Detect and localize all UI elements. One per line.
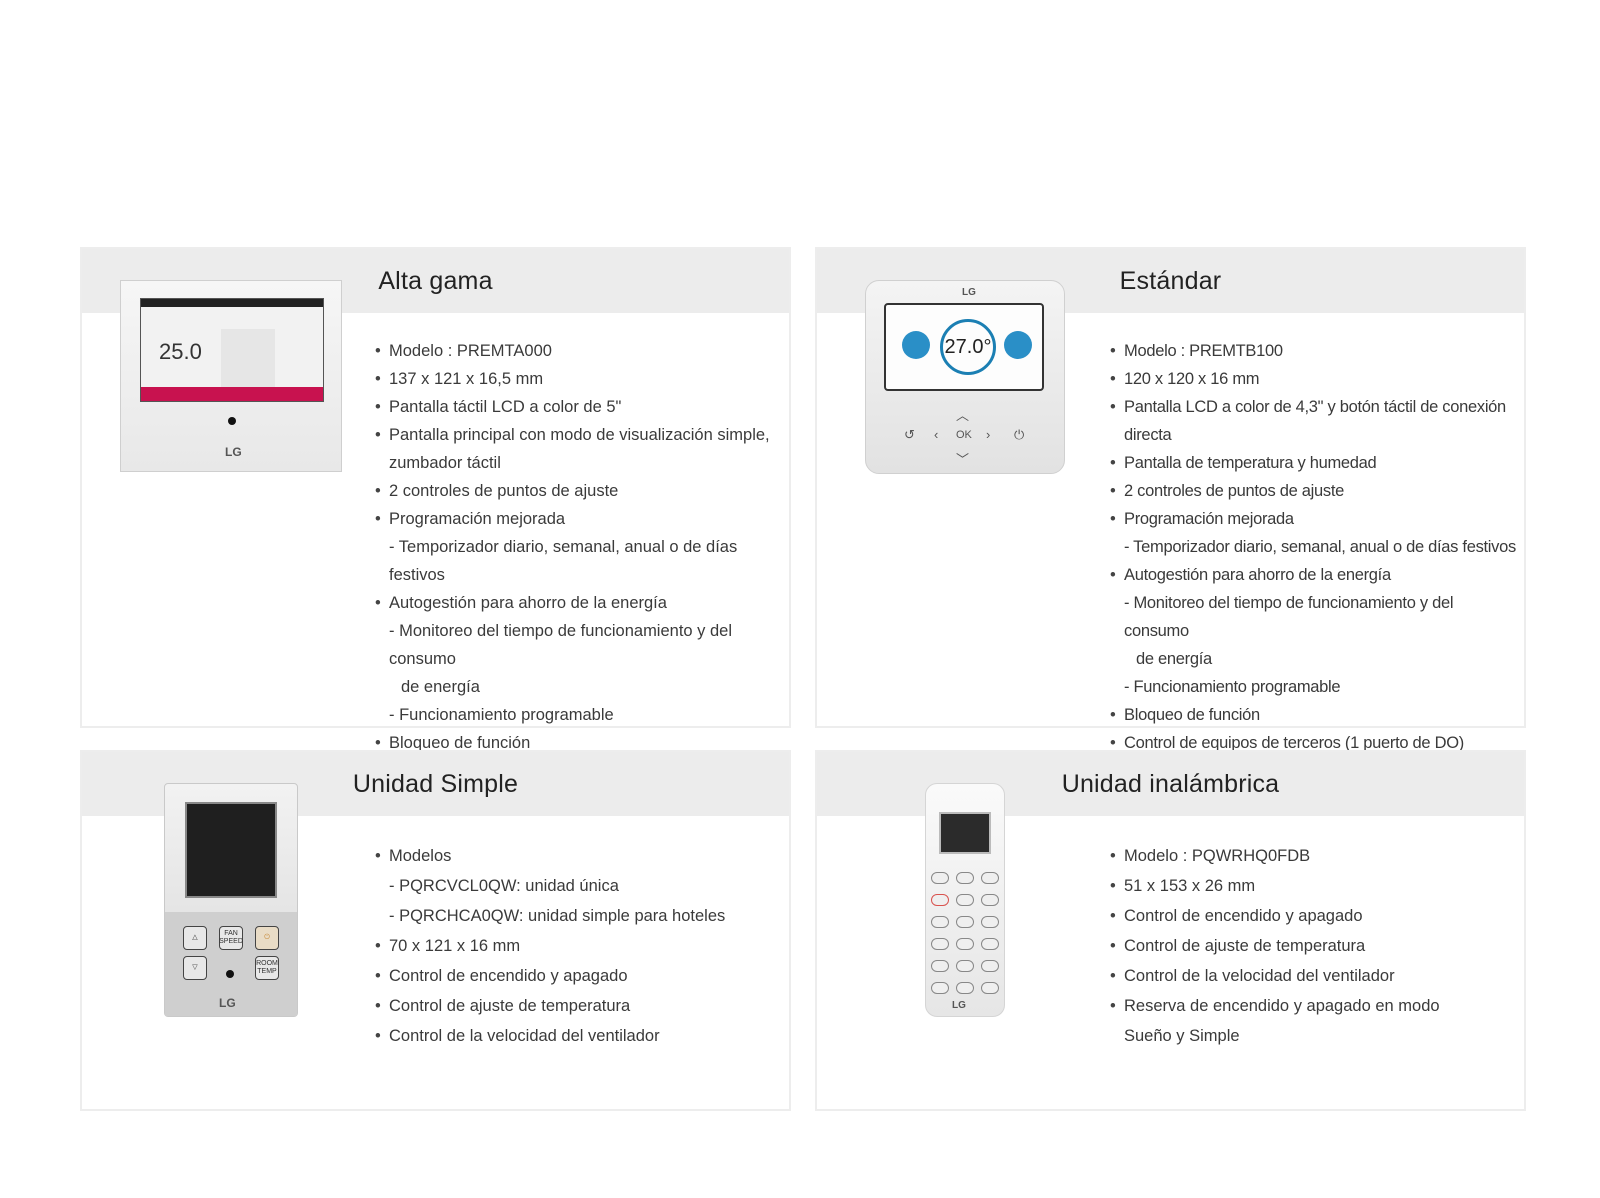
card-title: Alta gama <box>378 266 493 295</box>
spec-item: Modelo : PREMTA000 <box>375 337 785 365</box>
spec-item: 51 x 153 x 26 mm <box>1110 871 1520 901</box>
spec-item: 70 x 121 x 16 mm <box>375 931 785 961</box>
spec-item: Autogestión para ahorro de la energía <box>1110 561 1520 589</box>
spec-item: Control de la velocidad del ventilador <box>375 1021 785 1051</box>
cooling-mode-icon <box>902 331 930 359</box>
standard-controller-image: 27.0° ︿ ↺ ‹ OK › ⏻ ﹀ LG <box>865 280 1065 474</box>
spec-item: Pantalla táctil LCD a color de 5" <box>375 393 785 421</box>
card-unidad-inalambrica: Unidad inalámbrica LG Modelo : PQWRHQ0FD… <box>815 750 1526 1111</box>
wireless-remote-image: LG <box>925 783 1005 1017</box>
card-alta-gama: Alta gama 25.0 LG Modelo : PREMTA000137 … <box>80 247 791 757</box>
spec-item: - Temporizador diario, semanal, anual o … <box>389 538 738 584</box>
spec-item: Control de ajuste de temperatura <box>1110 931 1520 961</box>
spec-item: Modelo : PREMTB100 <box>1110 337 1520 365</box>
spec-item: Pantalla de temperatura y humedad <box>1110 449 1520 477</box>
spec-item: de energía <box>1136 650 1212 668</box>
spec-list: Modelo : PQWRHQ0FDB51 x 153 x 26 mmContr… <box>1110 841 1520 1051</box>
spec-item: Reserva de encendido y apagado en modo <box>1110 991 1520 1021</box>
ok-key: OK <box>956 429 972 441</box>
spec-list: Modelos - PQRCVCL0QW: unidad única - PQRCH… <box>375 841 785 1051</box>
room-temp-key: ROOM TEMP <box>255 956 279 980</box>
spec-item: - PQRCHCA0QW: unidad simple para hoteles <box>389 907 726 925</box>
spec-item: Bloqueo de función <box>1110 701 1520 729</box>
spec-item: - Temporizador diario, semanal, anual o … <box>1124 538 1516 556</box>
spec-item: 2 controles de puntos de ajuste <box>375 477 785 505</box>
fan-mode-icon <box>1004 331 1032 359</box>
remote-screen <box>939 812 991 854</box>
lg-logo: LG <box>962 287 976 298</box>
spec-item: Programación mejorada <box>1110 505 1520 533</box>
spec-item: Modelo : PQWRHQ0FDB <box>1110 841 1520 871</box>
spec-item: Bloqueo de función <box>375 729 785 757</box>
controller-screen <box>185 802 277 898</box>
spec-item: Programación mejorada <box>375 505 785 533</box>
spec-item: Pantalla LCD a color de 4,3" y botón tác… <box>1110 393 1520 449</box>
indoor-temp-readout: 25.0 <box>159 339 202 364</box>
spec-item: 137 x 121 x 16,5 mm <box>375 365 785 393</box>
spec-item: Control de encendido y apagado <box>1110 901 1520 931</box>
fan-speed-key: FAN SPEED <box>219 926 243 950</box>
spec-item: Control de equipos de terceros (1 puerto… <box>1110 729 1520 757</box>
card-title: Unidad inalámbrica <box>1061 769 1280 798</box>
spec-item: Modelos <box>375 841 785 871</box>
spec-item: Sueño y Simple <box>1124 1027 1240 1045</box>
navigation-keys: ︿ ↺ ‹ OK › ⏻ ﹀ <box>904 408 1025 467</box>
lg-logo: LG <box>952 1000 966 1011</box>
lg-logo: LG <box>225 445 242 459</box>
spec-item: - Monitoreo del tiempo de funcionamiento… <box>1124 594 1454 640</box>
spec-item: 2 controles de puntos de ajuste <box>1110 477 1520 505</box>
card-estandar: Estándar 27.0° ︿ ↺ ‹ OK › ⏻ ﹀ LG Modelo … <box>815 247 1526 757</box>
premium-controller-image: 25.0 LG <box>120 280 342 472</box>
card-unidad-simple: Unidad Simple △ ▽ FAN SPEED ⏻ ROOM TEMP … <box>80 750 791 1111</box>
spec-item: Control de encendido y apagado <box>375 961 785 991</box>
spec-item: Pantalla principal con modo de visualiza… <box>375 421 785 449</box>
spec-item: - PQRCVCL0QW: unidad única <box>389 877 619 895</box>
spec-list: Modelo : PREMTA000137 x 121 x 16,5 mmPan… <box>375 337 785 757</box>
card-title: Estándar <box>1119 266 1222 295</box>
controller-screen: 27.0° <box>884 303 1044 391</box>
spec-item: - Funcionamiento programable <box>1124 678 1341 696</box>
lg-logo: LG <box>219 996 236 1010</box>
spec-list: Modelo : PREMTB100120 x 120 x 16 mmPanta… <box>1110 337 1520 757</box>
simple-controller-image: △ ▽ FAN SPEED ⏻ ROOM TEMP LG <box>164 783 298 1017</box>
spec-item: zumbador táctil <box>389 454 501 472</box>
spec-item: de energía <box>401 678 480 696</box>
spec-item: - Funcionamiento programable <box>389 706 614 724</box>
spec-item: 120 x 120 x 16 mm <box>1110 365 1520 393</box>
spec-item: - Monitoreo del tiempo de funcionamiento… <box>389 622 733 668</box>
spec-item: Control de la velocidad del ventilador <box>1110 961 1520 991</box>
spec-item: Autogestión para ahorro de la energía <box>375 589 785 617</box>
controller-screen: 25.0 <box>140 298 324 402</box>
card-title: Unidad Simple <box>352 769 519 798</box>
card-header: Unidad inalámbrica <box>817 752 1524 816</box>
spec-item: Control de ajuste de temperatura <box>375 991 785 1021</box>
temp-dial: 27.0° <box>940 319 996 375</box>
